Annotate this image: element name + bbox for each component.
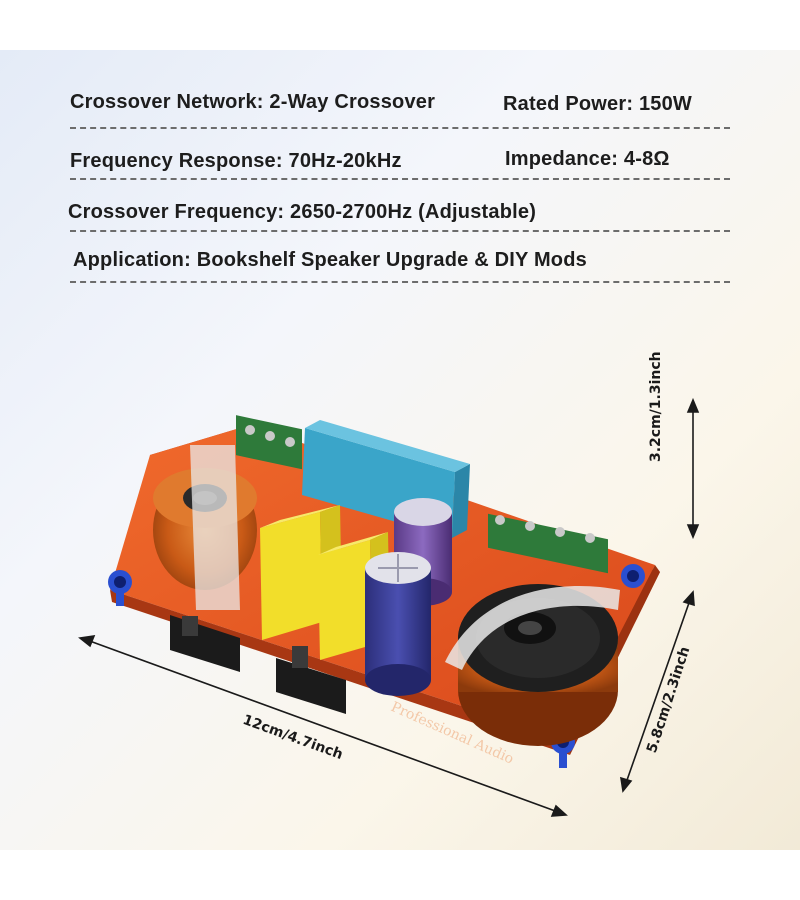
divider-1: [70, 127, 730, 129]
standoffs: [108, 564, 645, 768]
spec-rated-power: Rated Power: 150W: [503, 93, 693, 115]
dimension-arrows: [78, 397, 700, 817]
terminal-blocks: [236, 415, 608, 574]
divider-4: [70, 281, 730, 283]
small-air-coil: [153, 445, 257, 610]
dimension-height-label: 3.2cm/1.3inch: [648, 351, 664, 462]
spec-crossover-frequency: Crossover Frequency: 2650-2700Hz (Adjust…: [68, 201, 537, 223]
product-image-panel: Crossover Network: 2-Way Crossover Rated…: [0, 50, 800, 850]
crossover-board-illustration: Professional Audio: [78, 397, 700, 817]
electrolytic-capacitors: [365, 498, 452, 696]
spec-application: Application: Bookshelf Speaker Upgrade &…: [73, 249, 587, 271]
slide-switches: [170, 615, 346, 714]
spec-impedance: Impedance: 4-8Ω: [505, 148, 670, 170]
divider-2: [70, 178, 730, 180]
large-inductor-coil: [445, 584, 620, 746]
divider-3: [70, 230, 730, 232]
spec-frequency-response: Frequency Response: 70Hz-20kHz: [70, 150, 402, 172]
spec-crossover-network: Crossover Network: 2-Way Crossover: [70, 91, 436, 113]
pcb-front-edge: [110, 590, 570, 755]
